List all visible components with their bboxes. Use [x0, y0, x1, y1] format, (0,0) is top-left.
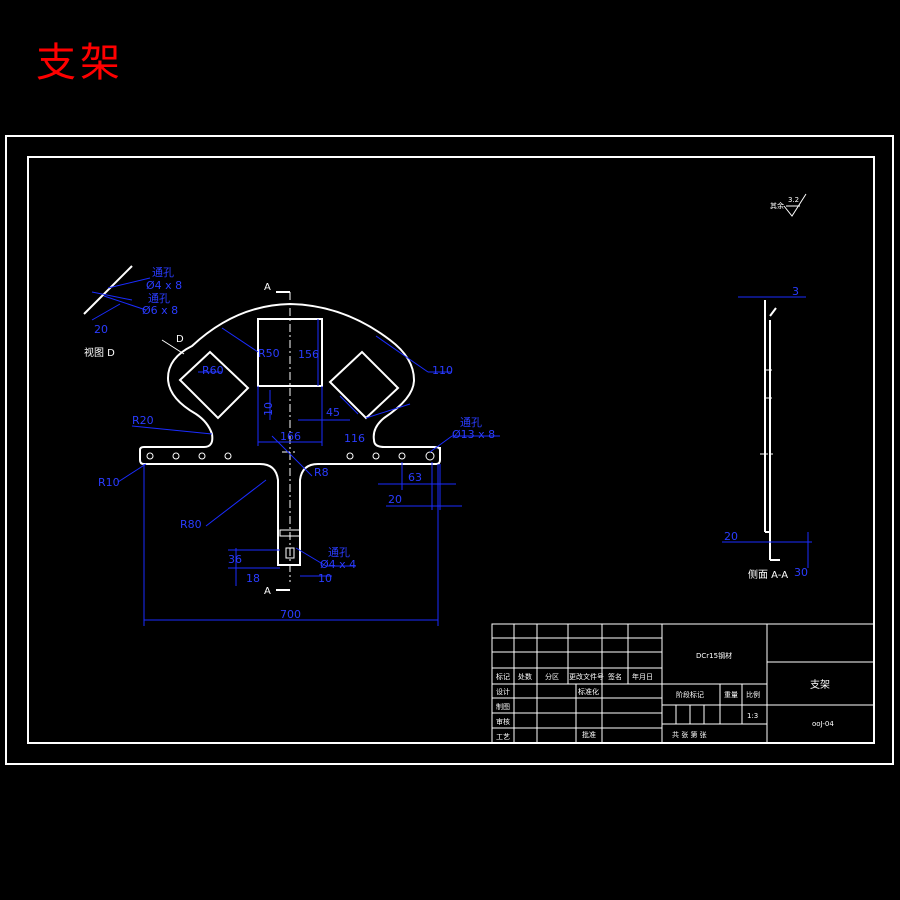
tb-design: 设计: [496, 687, 510, 696]
dim-110: 110: [432, 364, 453, 377]
dim-hole3-size: Ø13 x 8: [452, 428, 495, 441]
section-mark-bottom: A: [264, 586, 271, 597]
dim-10b: 10: [318, 572, 332, 585]
dim-r80: R80: [180, 518, 202, 531]
view-d-arrow-letter: D: [176, 334, 184, 345]
dim-45: 45: [326, 406, 340, 419]
tb-approve: 批准: [582, 730, 596, 739]
view-d-detail: 通孔 Ø4 x 8 通孔 Ø6 x 8 20 视图 D D: [83, 265, 185, 359]
left-diamond-cutout: [178, 350, 250, 420]
dim-156: 156: [298, 348, 319, 361]
right-diamond-cutout: [328, 350, 400, 420]
dim-116: 116: [344, 432, 365, 445]
dim-10: 10: [262, 402, 275, 416]
tb-draw: 制图: [496, 702, 510, 711]
dim-63: 63: [408, 471, 422, 484]
dim-hole3: 通孔: [460, 416, 482, 429]
dimension-lines: R50 156 R60 110 10 45 166 116 R20 R10 R8: [98, 319, 500, 626]
view-d-hole1-size: Ø4 x 8: [146, 279, 182, 292]
view-d-label: 视图 D: [84, 346, 115, 359]
side-dim-20: 20: [724, 530, 738, 543]
tb-drawing-no: ooJ-04: [812, 720, 834, 728]
dim-hole4: 通孔: [328, 546, 350, 559]
tb-row-label-0: 标记: [496, 672, 510, 681]
tb-material: DCr15钢材: [696, 651, 732, 660]
tb-row-label-1: 处数: [518, 672, 532, 681]
dim-18: 18: [246, 572, 260, 585]
dim-r50: R50: [258, 347, 280, 360]
tb-weight: 重量: [724, 691, 738, 699]
tb-process: 工艺: [496, 733, 510, 741]
dim-r10: R10: [98, 476, 120, 489]
dim-r8: R8: [314, 466, 329, 479]
side-dim-30: 30: [794, 566, 808, 579]
tb-review: 审核: [496, 717, 510, 726]
side-view: 3 20 30 侧面 A-A 其余 3.2: [722, 193, 812, 581]
tb-stage-mark: 阶段标记: [676, 690, 704, 699]
view-d-dim: 20: [94, 323, 108, 336]
dim-20: 20: [388, 493, 402, 506]
dim-700: 700: [280, 608, 301, 621]
roughness-value: 3.2: [788, 196, 799, 204]
side-dim-3: 3: [792, 285, 799, 298]
view-d-hole1: 通孔: [152, 266, 174, 279]
tb-part-name: 支架: [810, 679, 830, 691]
view-d-hole2: 通孔: [148, 292, 170, 305]
dim-166: 166: [280, 430, 301, 443]
section-mark-top: A: [264, 282, 271, 293]
inner-frame: [27, 156, 875, 744]
tb-standardize: 标准化: [578, 687, 599, 696]
dim-hole4-size: Ø4 x 4: [320, 558, 356, 571]
roughness-label: 其余: [770, 201, 784, 210]
tb-row-label-2: 分区: [545, 672, 559, 681]
dim-r60: R60: [202, 364, 224, 377]
outer-frame: [5, 135, 894, 765]
tb-row-label-5: 年月日: [632, 672, 653, 681]
side-view-label: 侧面 A-A: [748, 568, 788, 581]
dim-36: 36: [228, 553, 242, 566]
title-block: DCr15钢材 支架 ooJ-04 标记 处数 分区 更改文件号 签名 年月日 …: [491, 623, 875, 744]
dim-r20: R20: [132, 414, 154, 427]
tb-row-label-4: 签名: [608, 672, 622, 681]
tb-sheets: 共 张 第 张: [672, 730, 707, 739]
tb-scale-label: 比例: [746, 690, 760, 699]
part-outline: [139, 302, 441, 566]
bolt-holes: [146, 451, 435, 461]
tb-scale-value: 1:3: [747, 712, 758, 720]
tb-row-label-3: 更改文件号: [569, 672, 604, 681]
view-d-hole2-size: Ø6 x 8: [142, 304, 178, 317]
drawing-title: 支架: [36, 40, 124, 86]
